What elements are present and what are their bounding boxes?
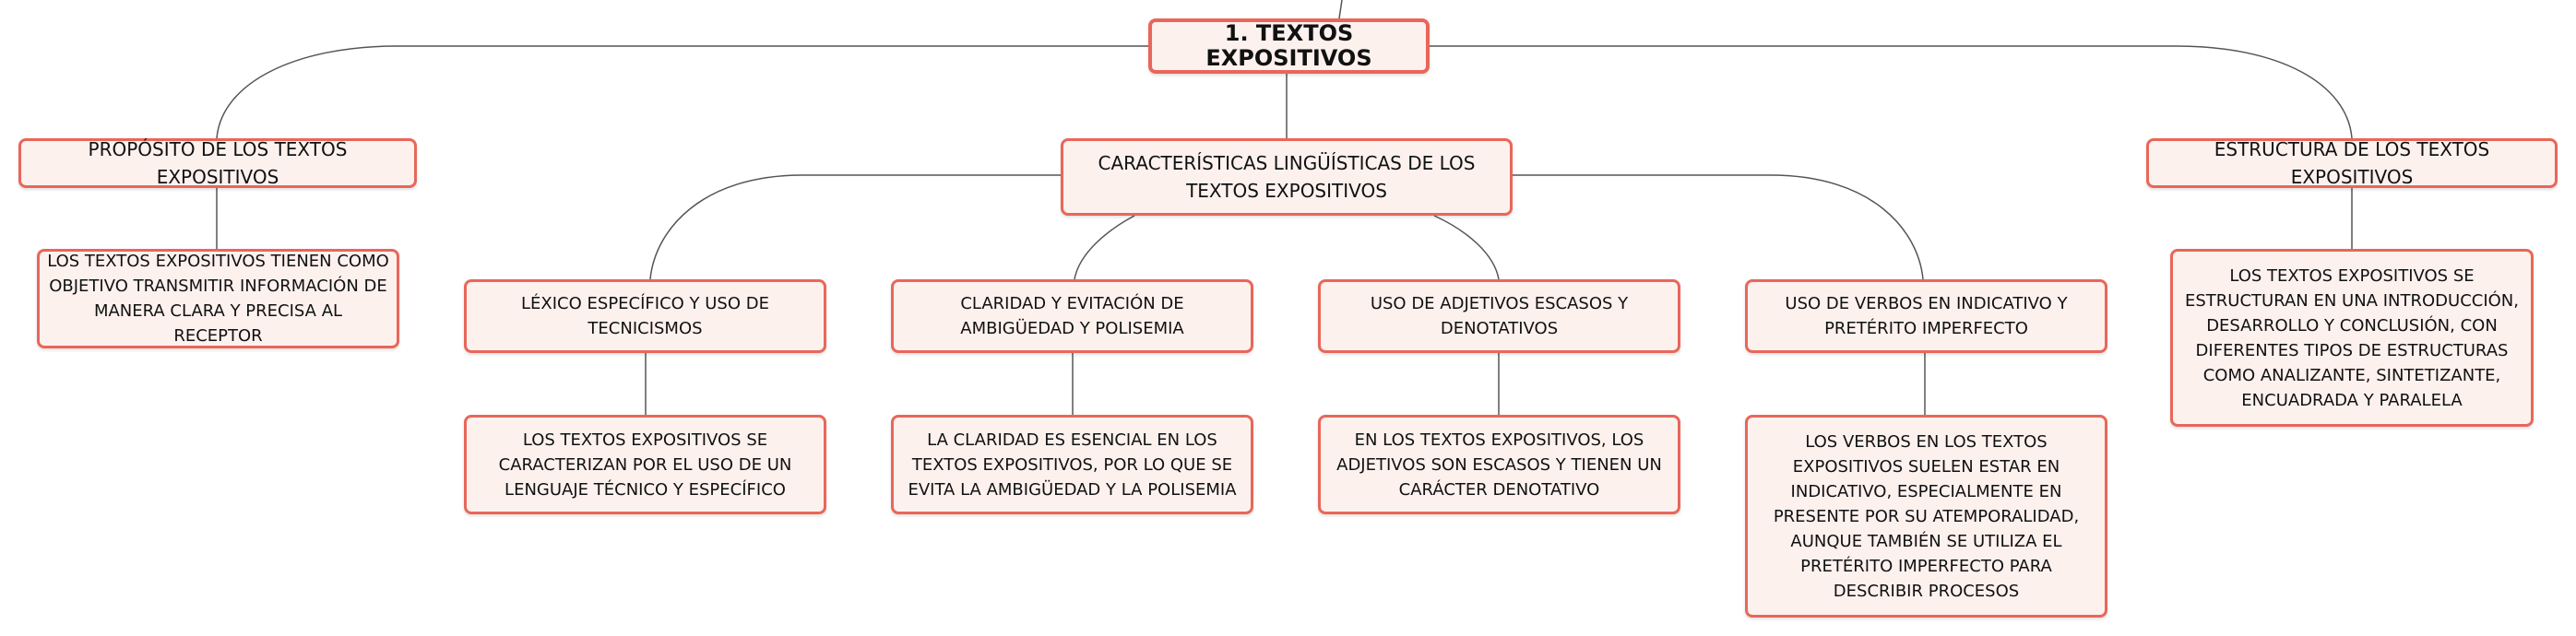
- item-verbos-label: USO DE VERBOS EN INDICATIVO Y PRETÉRITO …: [1785, 294, 2068, 338]
- root-node[interactable]: 1. TEXTOS EXPOSITIVOS: [1148, 18, 1430, 74]
- item-lexico-label: LÉXICO ESPECÍFICO Y USO DE TECNICISMOS: [521, 294, 769, 338]
- item-lexico[interactable]: LÉXICO ESPECÍFICO Y USO DE TECNICISMOS: [464, 279, 826, 353]
- detail-lexico[interactable]: LOS TEXTOS EXPOSITIVOS SE CARACTERIZAN P…: [464, 415, 826, 514]
- item-claridad-label: CLARIDAD Y EVITACIÓN DE AMBIGÜEDAD Y POL…: [960, 294, 1184, 338]
- item-adjetivos[interactable]: USO DE ADJETIVOS ESCASOS Y DENOTATIVOS: [1318, 279, 1680, 353]
- branch-estructura[interactable]: ESTRUCTURA DE LOS TEXTOS EXPOSITIVOS: [2146, 138, 2558, 188]
- detail-claridad[interactable]: LA CLARIDAD ES ESENCIAL EN LOS TEXTOS EX…: [891, 415, 1253, 514]
- detail-estructura-text: LOS TEXTOS EXPOSITIVOS SE ESTRUCTURAN EN…: [2184, 265, 2519, 410]
- item-claridad[interactable]: CLARIDAD Y EVITACIÓN DE AMBIGÜEDAD Y POL…: [891, 279, 1253, 353]
- detail-verbos-text: LOS VERBOS EN LOS TEXTOS EXPOSITIVOS SUE…: [1773, 431, 2080, 601]
- detail-proposito[interactable]: LOS TEXTOS EXPOSITIVOS TIENEN COMO OBJET…: [37, 249, 399, 348]
- detail-lexico-text: LOS TEXTOS EXPOSITIVOS SE CARACTERIZAN P…: [498, 430, 792, 500]
- item-verbos[interactable]: USO DE VERBOS EN INDICATIVO Y PRETÉRITO …: [1745, 279, 2107, 353]
- detail-estructura[interactable]: LOS TEXTOS EXPOSITIVOS SE ESTRUCTURAN EN…: [2170, 249, 2534, 427]
- detail-claridad-text: LA CLARIDAD ES ESENCIAL EN LOS TEXTOS EX…: [908, 430, 1237, 500]
- branch-caracteristicas-label: CARACTERÍSTICAS LINGÜÍSTICAS DE LOS TEXT…: [1098, 152, 1476, 202]
- detail-adjetivos[interactable]: EN LOS TEXTOS EXPOSITIVOS, LOS ADJETIVOS…: [1318, 415, 1680, 514]
- item-adjetivos-label: USO DE ADJETIVOS ESCASOS Y DENOTATIVOS: [1370, 294, 1629, 338]
- detail-verbos[interactable]: LOS VERBOS EN LOS TEXTOS EXPOSITIVOS SUE…: [1745, 415, 2107, 618]
- branch-caracteristicas[interactable]: CARACTERÍSTICAS LINGÜÍSTICAS DE LOS TEXT…: [1061, 138, 1513, 216]
- branch-estructura-label: ESTRUCTURA DE LOS TEXTOS EXPOSITIVOS: [2214, 138, 2490, 188]
- detail-proposito-text: LOS TEXTOS EXPOSITIVOS TIENEN COMO OBJET…: [47, 252, 389, 346]
- branch-proposito[interactable]: PROPÓSITO DE LOS TEXTOS EXPOSITIVOS: [18, 138, 417, 188]
- root-label: 1. TEXTOS EXPOSITIVOS: [1205, 20, 1372, 71]
- branch-proposito-label: PROPÓSITO DE LOS TEXTOS EXPOSITIVOS: [88, 138, 348, 188]
- detail-adjetivos-text: EN LOS TEXTOS EXPOSITIVOS, LOS ADJETIVOS…: [1336, 430, 1662, 500]
